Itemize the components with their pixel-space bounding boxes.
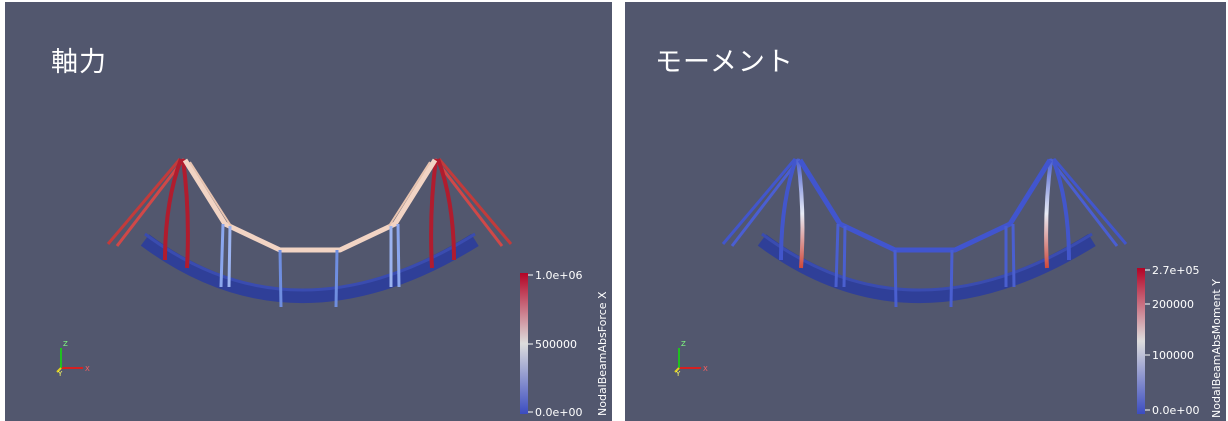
render-view-axial-force[interactable]: 軸力: [5, 2, 612, 421]
orientation-axes: X Z Y: [674, 340, 708, 378]
hanger: [334, 249, 339, 308]
svg-text:X: X: [703, 365, 708, 373]
legend-max-label: 1.0e+06: [535, 269, 582, 282]
svg-text:Y: Y: [675, 370, 681, 378]
bridge-model-axial: X Z Y 1.0e+06 500000 0.0e+00 NodalBeamAb…: [56, 158, 609, 419]
legend-min-label: 0.0e+00: [1152, 404, 1199, 417]
left-tower: [163, 158, 183, 261]
bridge-model-moment: X Z Y 2.7e+05 200000 100000 0.0e+00 Noda…: [674, 158, 1223, 418]
svg-text:Z: Z: [681, 340, 686, 348]
legend-tick-label: 100000: [1152, 349, 1194, 362]
legend-tick-label: 200000: [1152, 298, 1194, 311]
hanger: [219, 223, 225, 288]
legend-min-label: 0.0e+00: [535, 406, 582, 419]
svg-text:X: X: [85, 365, 90, 373]
view-title: 軸力: [51, 47, 107, 78]
legend-mid-label: 500000: [535, 338, 577, 351]
right-tower: [436, 158, 456, 261]
render-view-moment[interactable]: モーメント: [625, 2, 1226, 421]
main-cable: [182, 158, 438, 253]
hanger: [949, 249, 954, 308]
left-tower: [779, 158, 798, 261]
orientation-axes: X Z Y: [56, 340, 90, 378]
legend-max-label: 2.7e+05: [1152, 264, 1199, 277]
svg-text:Z: Z: [63, 340, 68, 348]
hanger: [834, 223, 840, 288]
svg-text:Y: Y: [57, 370, 63, 378]
hanger: [893, 249, 898, 308]
view-title: モーメント: [655, 47, 794, 78]
right-tower: [1051, 158, 1071, 261]
color-legend: 1.0e+06 500000 0.0e+00 NodalBeamAbsForce…: [520, 269, 609, 419]
main-cable: [797, 158, 1053, 253]
hanger: [278, 249, 283, 308]
legend-title: NodalBeamAbsForce X: [596, 291, 609, 416]
legend-title: NodalBeamAbsMoment Y: [1210, 279, 1223, 418]
color-legend: 2.7e+05 200000 100000 0.0e+00 NodalBeamA…: [1137, 264, 1223, 418]
